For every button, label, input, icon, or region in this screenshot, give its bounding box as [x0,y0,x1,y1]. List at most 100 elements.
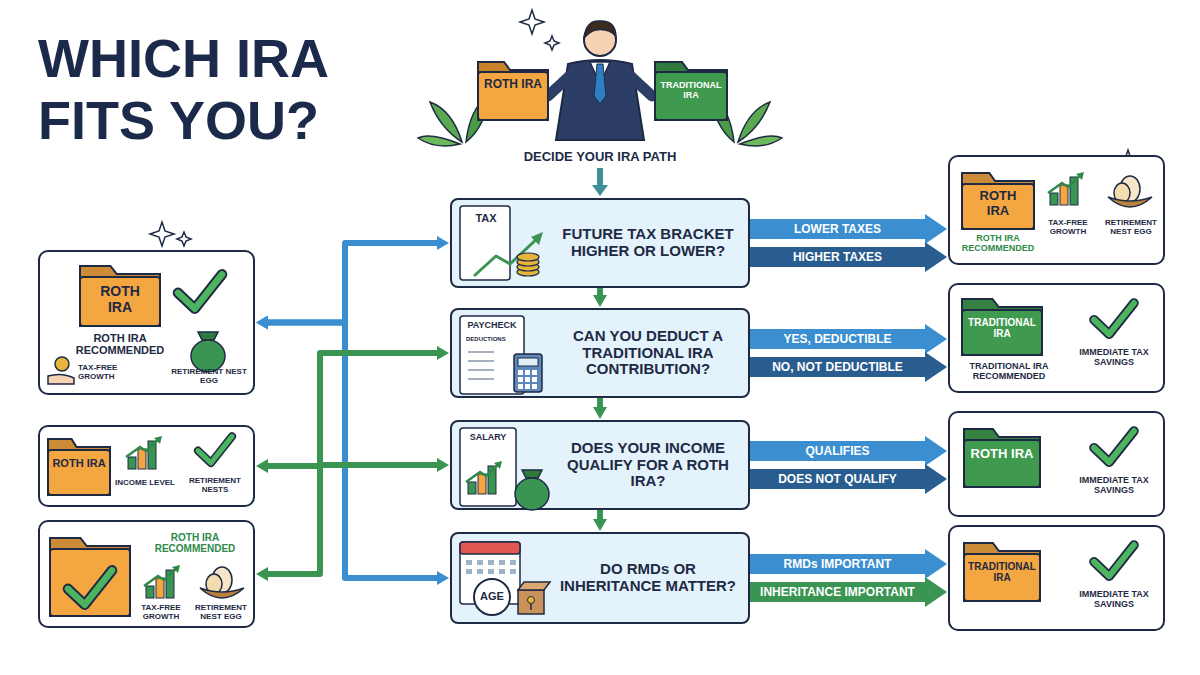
flow-connector [268,243,437,323]
money-bag [515,478,549,510]
calendar-day [488,569,494,574]
node-text: TAX [464,212,508,224]
node-text: TAX-FREE GROWTH [1036,219,1100,237]
folder-back [655,62,727,120]
node-text: TRADITIONAL IRA RECOMMENDED [954,361,1064,381]
calendar-day [510,560,516,565]
answer-arrow [750,469,925,489]
node-text: IMMEDIATE TAX SAVINGS [1068,347,1160,367]
chart-bar [468,482,476,494]
node-text: RETIREMENT NEST EGG [1098,219,1164,237]
icon-group [950,527,1163,629]
flow-connector [268,465,437,574]
nest [200,588,244,598]
outcome-box: ROTH IRAINCOME LEVELRETIREMENT NESTS [38,425,255,507]
question-text: DOES YOUR INCOME QUALIFY FOR A ROTH IRA? [550,422,746,508]
trend-line [144,567,178,586]
chart-bar [478,474,486,494]
outcome-box: ROTH IRA ROTH IRA RECOMMENDEDTAX-FREE GRO… [948,155,1165,265]
folder-front [962,184,1034,229]
person [548,21,652,140]
chart-bar [1050,193,1058,205]
check-outline [1094,303,1134,334]
node-text: ROTH IRA RECOMMENDED [954,233,1042,253]
answer-label: HIGHER TAXES [790,249,885,265]
arm [548,72,574,96]
outcome-box: ROTH IRAROTH IRA RECOMMENDEDTAX-FREE GRO… [38,250,255,395]
document [460,206,510,280]
bag-neck [522,470,542,478]
node-text: ROTH IRA RECOMMENDED [60,332,180,357]
trend-line [1048,174,1082,193]
node-text: ROTH IRA RECOMMENDED [138,532,252,554]
check-mark [1094,431,1134,462]
box-lid [518,582,550,590]
node-text: IMMEDIATE TAX SAVINGS [1068,475,1160,495]
answer-arrow [750,554,925,574]
sparkle [545,36,559,50]
answer-label: DOES NOT QUALIFY [775,471,900,487]
flow-connector [268,353,437,466]
flow-connector [597,510,603,519]
node-text: ROTH IRA [970,447,1034,462]
outcome-box: TRADITIONAL IRAIMMEDIATE TAX SAVINGS [948,525,1165,631]
calendar-day [499,560,505,565]
question-text: DO RMDs OR INHERITANCE MATTER? [550,534,746,622]
folder-front [478,72,548,120]
folder-front [50,549,130,616]
hair [584,21,616,38]
folder-traditional [655,62,727,120]
node-text: TRADITIONAL IRA [966,317,1038,339]
check-outline [68,570,112,604]
key [528,597,535,604]
calendar-day [477,560,483,565]
key-stem [530,603,532,610]
coin [517,253,539,261]
node-text: ROTH IRA [968,189,1028,218]
age-circle [474,579,510,615]
document-line [468,360,494,362]
calculator-key [532,377,537,382]
node-text: SALARY [462,432,514,442]
node-text: INCOME LEVEL [114,479,176,488]
question-text: FUTURE TAX BRACKET HIGHER OR LOWER? [550,200,746,286]
folder-back [964,543,1040,601]
answer-arrow [750,582,925,602]
question-text: CAN YOU DEDUCT A TRADITIONAL IRA CONTRIB… [550,310,746,396]
decision-box: PAYCHECKDEDUCTIONSCAN YOU DEDUCT A TRADI… [450,308,750,398]
calculator-key [525,370,530,375]
document-line [468,369,494,371]
folder-front [48,450,110,495]
node-text: ROTH IRA [88,284,152,315]
calculator-key [532,384,537,389]
leaf [740,136,782,146]
answer-arrow [750,441,925,461]
folder-back [50,538,130,616]
node-text: RETIREMENT NESTS [178,477,252,495]
node-text: RETIREMENT NEST EGG [188,604,254,622]
calendar-day [499,569,505,574]
trend-head [494,461,502,469]
node-text: PAYCHECK [462,320,522,330]
check-outline [178,274,222,308]
folder-label: TRADITIONAL IRA [658,80,724,101]
calendar [460,542,520,604]
folder-front [964,554,1040,601]
arrow-head [592,185,608,196]
box [518,590,544,614]
folder-front [964,440,1040,487]
outcome-box: ROTH IRA RECOMMENDED TAX-FREE GROWTHRETIR… [38,520,255,628]
calendar-day [488,560,494,565]
calculator-key [525,377,530,382]
chart-bar [128,457,136,469]
decision-box: TAX FUTURE TAX BRACKET HIGHER OR LOWER? [450,198,750,288]
folder-front [80,277,160,326]
sparkle [520,10,544,34]
coin [55,357,69,371]
bag-neck [198,332,218,340]
answer-label: RMDs IMPORTANT [781,556,895,572]
sparkle [150,222,174,246]
node-text: TAX-FREE GROWTH [130,604,192,622]
calendar-day [477,569,483,574]
